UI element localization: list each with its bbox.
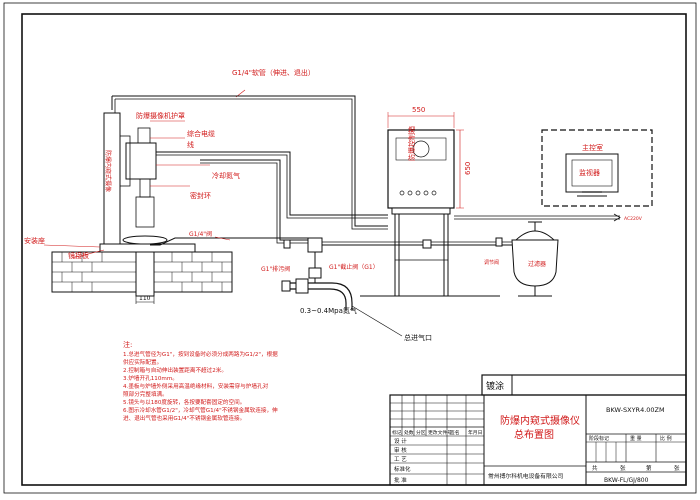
note-line-5: 4.墨板与炉墙外侧采用高温绝缘材料，安装需穿与炉墙孔对 xyxy=(123,382,269,390)
hdr-change-doc: 更改文件号 xyxy=(428,429,452,436)
filter-tank xyxy=(431,221,559,297)
label-monitor: 监视器 xyxy=(579,168,600,177)
hdr-count: 处数 xyxy=(404,429,414,436)
hdr-date: 年月日 xyxy=(468,429,482,436)
g14-valve-top xyxy=(283,239,291,249)
document-number: BKW-FL/GJ/800 xyxy=(604,477,649,484)
dim-650: 650 xyxy=(464,162,472,175)
label-main-inlet: 总进气口 xyxy=(404,333,432,342)
tube-runs xyxy=(156,95,388,244)
title-line-2: 总布置图 xyxy=(514,428,554,441)
label-soft-tube: G1/4"软管（伸进、退出） xyxy=(232,68,315,77)
label-mount-plate: 镜接板 xyxy=(68,251,89,260)
label-ac-power: AC220V xyxy=(624,216,643,222)
dim-110: 110 xyxy=(139,295,151,302)
label-g1-drain-valve: G1"排污阀 xyxy=(261,265,290,273)
row-review: 审 核 xyxy=(394,446,407,454)
label-cooling-nitrogen: 冷却氮气 xyxy=(212,171,240,180)
row-approve: 批 准 xyxy=(394,476,407,484)
probe-vertical-label: 防爆内窥式摄像 xyxy=(104,150,112,192)
drawing-number: BKW-SXYR4.00ZM xyxy=(606,406,665,414)
label-regulating-valve: 调节阀 xyxy=(484,259,499,266)
cable-gland xyxy=(137,127,151,144)
title-block: 镀涂 标记 处数 分区 更改文件号 签名 年月日 设 计 审 核 工 艺 标准化… xyxy=(389,374,687,486)
control-room-boundary xyxy=(541,129,653,207)
note-line-2: 供应实际配置。 xyxy=(123,358,162,366)
hdr-mark: 标记 xyxy=(392,429,402,436)
label-filter: 过滤器 xyxy=(528,260,546,268)
outer-frame xyxy=(3,2,697,494)
note-line-3: 2.控制箱与自动伸出装置距离不超过2米。 xyxy=(123,366,227,374)
dim-550: 550 xyxy=(412,106,425,114)
seal-ring xyxy=(139,178,151,198)
install-base: 110 xyxy=(51,235,233,304)
sheet-no-unit: 张 xyxy=(674,464,680,472)
label-install-seat: 安装座 xyxy=(24,236,45,245)
label-g14-valve: G1/4"阀 xyxy=(189,230,212,238)
regulating-valve xyxy=(495,237,503,247)
notes-title: 注: xyxy=(123,340,132,349)
sheet-total-label: 共 xyxy=(592,464,598,472)
note-line-7: 5.镜头与以180度旋转，各按要配套固定的空间。 xyxy=(123,398,245,406)
gas-manifold xyxy=(150,237,432,337)
probe-assembly: 防爆内窥式摄像 xyxy=(103,95,236,250)
controller-enclosure xyxy=(387,129,455,209)
sheet-total-unit: 张 xyxy=(620,464,626,472)
company-name: 常州搏尔科机电设备有限公司 xyxy=(488,472,564,480)
hdr-zone: 分区 xyxy=(416,429,426,436)
tee-joint xyxy=(307,237,323,253)
inner-frame xyxy=(21,13,687,486)
note-line-1: 1.总进气管径为G1"，按到设备时必须分成两路为G1/2"，根据 xyxy=(123,350,278,358)
label-controller: 防爆控制箱 xyxy=(407,126,416,161)
hdr-weight: 重 量 xyxy=(630,435,642,442)
note-line-4: 3.炉墙开孔110mm。 xyxy=(123,374,178,382)
flange xyxy=(122,235,168,245)
controller-box xyxy=(360,112,500,297)
note-line-8: 6.图示冷却水管G1/2"，冷却气管G1/4"不锈钢金属软连接，伸 xyxy=(123,406,278,414)
label-camera-cover: 防爆摄像机护罩 xyxy=(136,111,185,120)
notes-block: 注: 1.总进气管径为G1"，按到设备时必须分成两路为G1/2"，根据 供应实际… xyxy=(123,340,278,422)
label-main-control-room: 主控室 xyxy=(582,143,603,152)
main-control-room xyxy=(541,129,653,207)
note-line-6: 照部分完整填满。 xyxy=(123,390,168,398)
title-line-1: 防爆内窥式摄像仪 xyxy=(500,414,580,427)
row-standard: 标准化 xyxy=(394,465,411,473)
camera-housing xyxy=(125,142,157,180)
branch-valve xyxy=(308,267,322,279)
row-design: 设 计 xyxy=(394,437,407,445)
mount-plate xyxy=(99,243,196,253)
g1-drain-valve xyxy=(295,278,309,294)
hdr-scale: 比 例 xyxy=(660,435,672,442)
label-cable-suffix: 线 xyxy=(187,140,194,149)
label-composite-cable: 综合电缆 xyxy=(187,129,215,138)
label-gas-pressure: 0.3~0.4Mpa氮气 xyxy=(300,306,357,315)
label-seal-ring: 密封环 xyxy=(190,191,211,200)
hdr-stage-mark: 阶段标记 xyxy=(589,435,609,442)
hdr-sign: 签名 xyxy=(450,429,460,436)
housing-bracket xyxy=(119,135,131,187)
row-process: 工 艺 xyxy=(394,456,407,463)
label-g1-stop-valve: G1"截止阀（G1） xyxy=(329,263,379,271)
wall-opening xyxy=(135,251,155,297)
note-line-9: 进、退出气管也采用G1/4"不锈钢金属软管连接。 xyxy=(123,414,245,422)
coating-label: 镀涂 xyxy=(486,380,504,392)
sheet-no-label: 第 xyxy=(646,464,652,472)
lower-shaft xyxy=(135,196,155,228)
